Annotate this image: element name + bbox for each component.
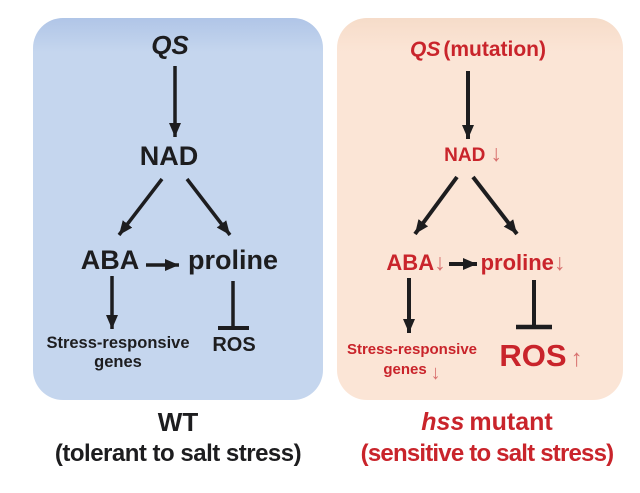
wt-caption-title: WT <box>157 407 199 437</box>
mut-node-aba: ABA↓ <box>386 250 445 274</box>
decrease-arrow-icon: ↓ <box>490 140 502 166</box>
mut-nad-label: NAD <box>444 145 486 166</box>
wt-genes-line1: Stress-responsive <box>46 334 190 352</box>
wt-node-qs: QS <box>151 30 189 60</box>
wt-node-ros: ROS <box>212 334 256 356</box>
wt-node-proline: proline <box>187 245 279 275</box>
mut-genes-line2: genes <box>383 361 427 378</box>
mut-caption-gene: hss <box>421 408 465 436</box>
decrease-arrow-icon: ↓ <box>430 362 441 384</box>
mut-arrow-nad-to-aba-icon <box>413 175 459 236</box>
mut-node-nad: NAD↓ <box>444 141 502 166</box>
mut-node-ros: ROS↑ <box>499 338 583 373</box>
mutant-panel-background <box>337 18 623 400</box>
mut-node-stress-responsive-genes: Stress-responsive genes↓ <box>346 341 478 383</box>
mut-proline-label: proline <box>480 250 554 275</box>
wt-arrow-nad-to-proline-icon <box>185 177 232 237</box>
mut-caption-rest: mutant <box>469 408 553 436</box>
wt-node-nad: NAD <box>139 141 199 171</box>
wt-node-stress-responsive-genes: Stress-responsive genes <box>46 334 189 372</box>
wt-genes-line2: genes <box>94 353 142 371</box>
decrease-arrow-icon: ↓ <box>434 249 446 275</box>
wt-node-aba: ABA <box>80 245 140 275</box>
mut-genes-line1: Stress-responsive <box>346 341 478 358</box>
wt-panel-background <box>33 18 323 400</box>
wt-caption-subtitle: (tolerant to salt stress) <box>54 440 302 467</box>
mut-aba-label: ABA <box>386 250 435 275</box>
increase-arrow-icon: ↑ <box>570 345 583 372</box>
mut-ros-label: ROS <box>499 338 567 373</box>
mut-qs-suffix: (mutation) <box>443 38 546 61</box>
mut-arrow-nad-to-proline-icon <box>471 175 519 236</box>
mut-qs-gene: QS <box>410 38 441 61</box>
mut-node-qs-mutation: QS(mutation) <box>410 38 546 61</box>
mut-caption-subtitle: (sensitive to salt stress) <box>360 440 614 467</box>
mut-node-proline: proline↓ <box>481 250 566 274</box>
wt-arrow-nad-to-aba-icon <box>117 177 164 237</box>
decrease-arrow-icon: ↓ <box>553 249 566 275</box>
